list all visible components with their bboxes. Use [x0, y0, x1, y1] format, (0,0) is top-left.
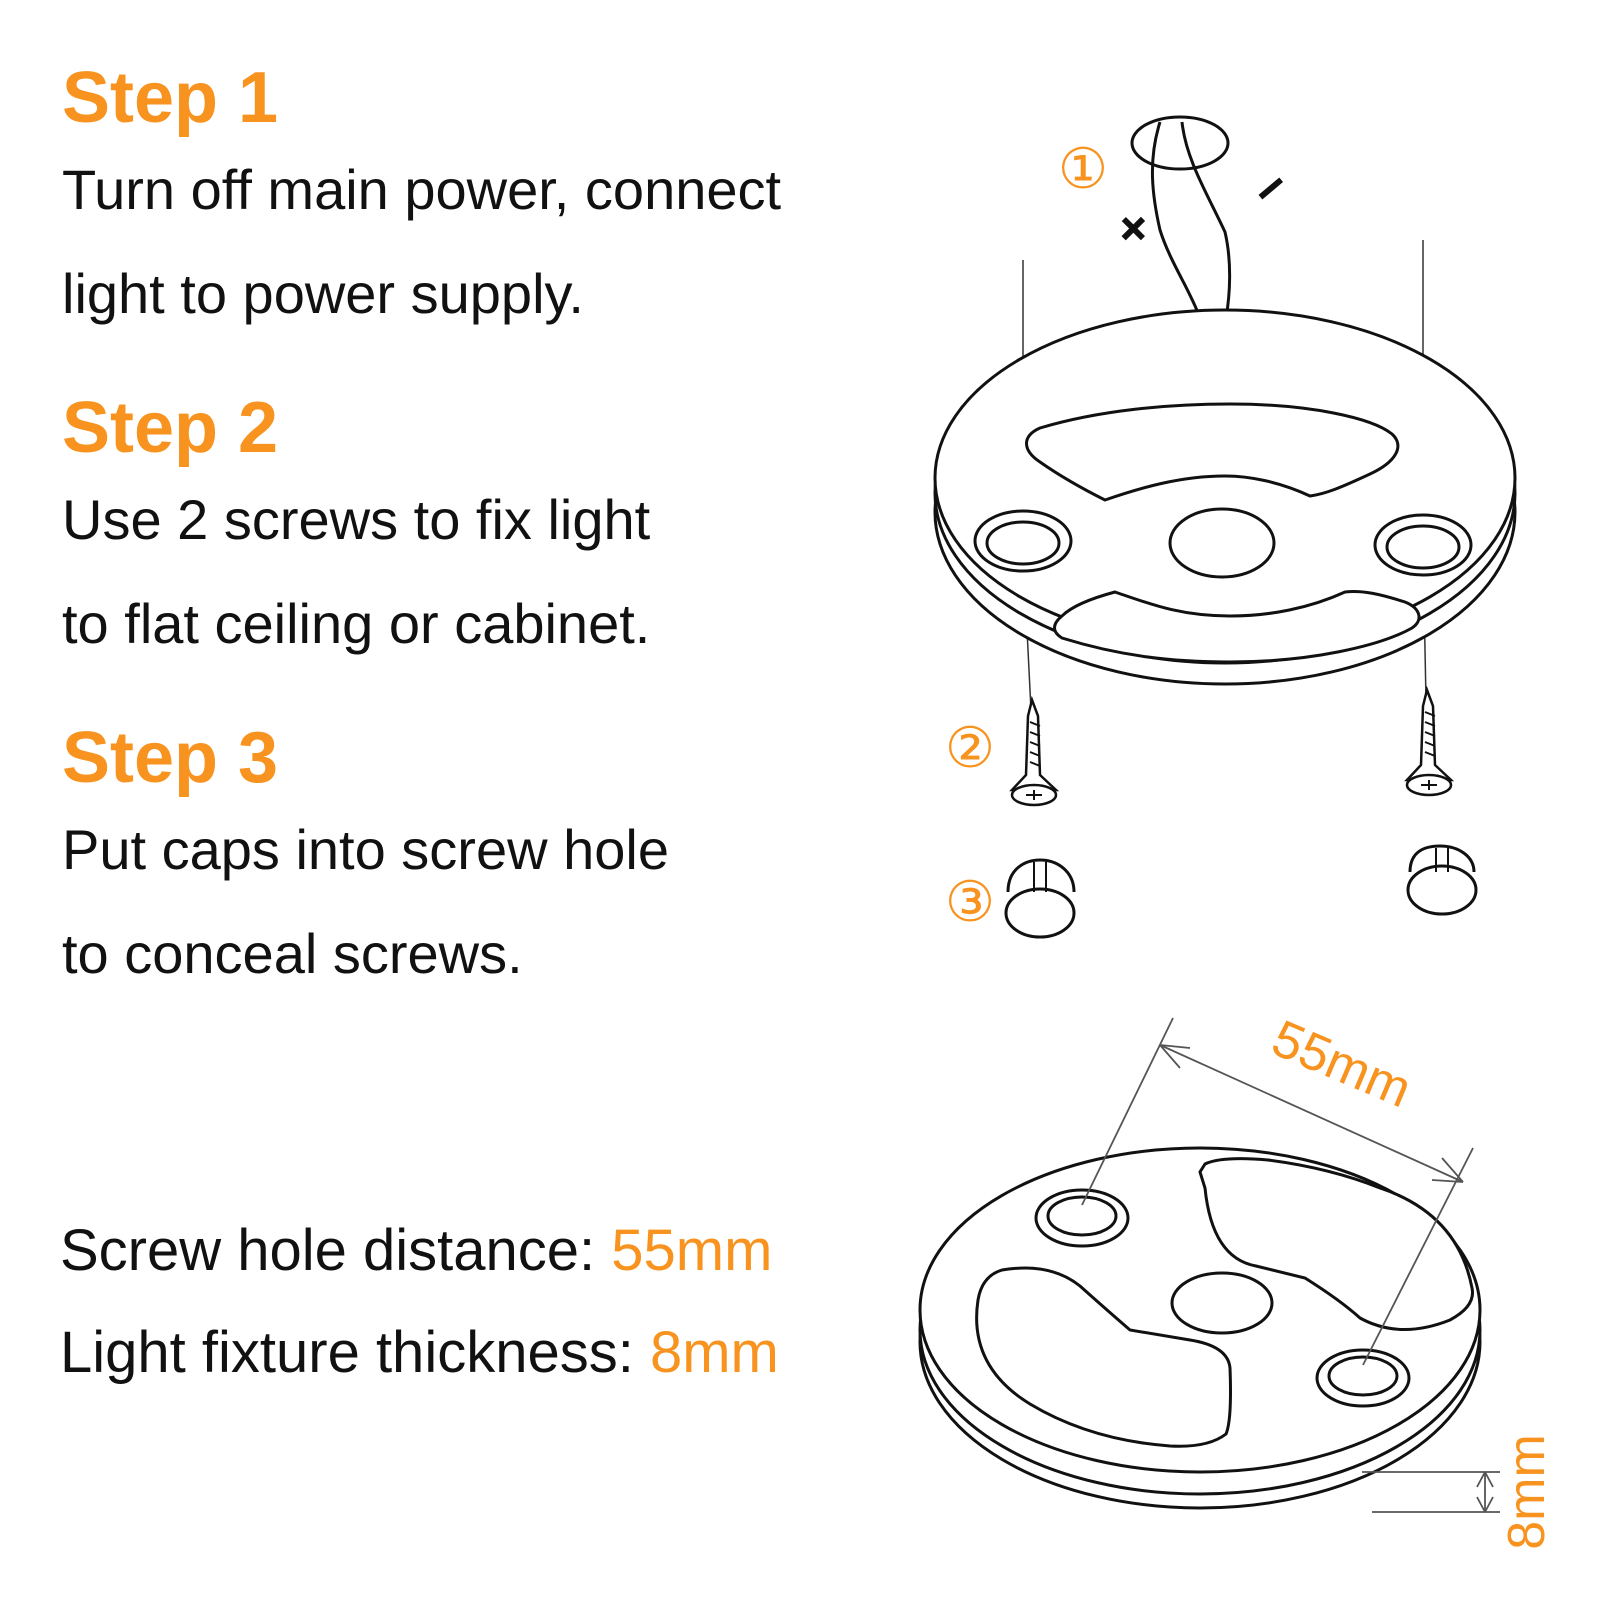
step-3-line-1: Put caps into screw hole — [62, 818, 669, 881]
wire-polarity-marks: + − — [1101, 155, 1302, 261]
step-2-title: Step 2 — [62, 388, 279, 468]
screw-hole-distance: Screw hole distance: 55mm — [60, 1222, 772, 1280]
hole-distance-dimension — [1081, 1017, 1474, 1366]
step-3-text: Put caps into screw hole to conceal scre… — [62, 798, 669, 1006]
callout-3-label: ③ — [945, 870, 995, 935]
step-2-text: Use 2 screws to fix light to flat ceilin… — [62, 468, 650, 676]
screw-hole-distance-value: 55mm — [611, 1218, 773, 1283]
step-2-line-1: Use 2 screws to fix light — [62, 488, 651, 551]
step-1-title: Step 1 — [62, 58, 279, 138]
step-3-title: Step 3 — [62, 718, 279, 798]
step-3-line-2: to conceal screws. — [62, 922, 523, 985]
callout-1-label: ① — [1058, 137, 1108, 202]
callout-2-label: ② — [945, 716, 995, 781]
screw-cap-icon — [1004, 858, 1076, 939]
light-fixture-dimension-view — [918, 1146, 1482, 1510]
callout-2: ② — [945, 716, 995, 781]
fixture-thickness-label: Light fixture thickness: — [60, 1320, 650, 1385]
fixture-thickness: Light fixture thickness: 8mm — [60, 1324, 779, 1382]
step-1-text: Turn off main power, connect light to po… — [62, 138, 781, 346]
junction-box-icon — [1130, 115, 1232, 319]
step-1-line-1: Turn off main power, connect — [62, 158, 782, 221]
screw-icon — [1404, 685, 1455, 797]
step-1-line-2: light to power supply. — [62, 262, 584, 325]
fixture-thickness-value: 8mm — [649, 1320, 779, 1385]
minus-sign: − — [1239, 155, 1302, 221]
callout-3: ③ — [945, 870, 995, 935]
screw-icon — [1009, 695, 1060, 807]
light-fixture-top-view — [933, 308, 1517, 686]
callout-1: ① — [1058, 137, 1108, 202]
screw-hole-distance-label: Screw hole distance: — [60, 1218, 612, 1283]
thickness-dimension — [1362, 1471, 1500, 1513]
screw-cap-icon — [1406, 844, 1478, 916]
thickness-label: 8mm — [1498, 1434, 1556, 1550]
step-2-line-2: to flat ceiling or cabinet. — [62, 592, 651, 655]
